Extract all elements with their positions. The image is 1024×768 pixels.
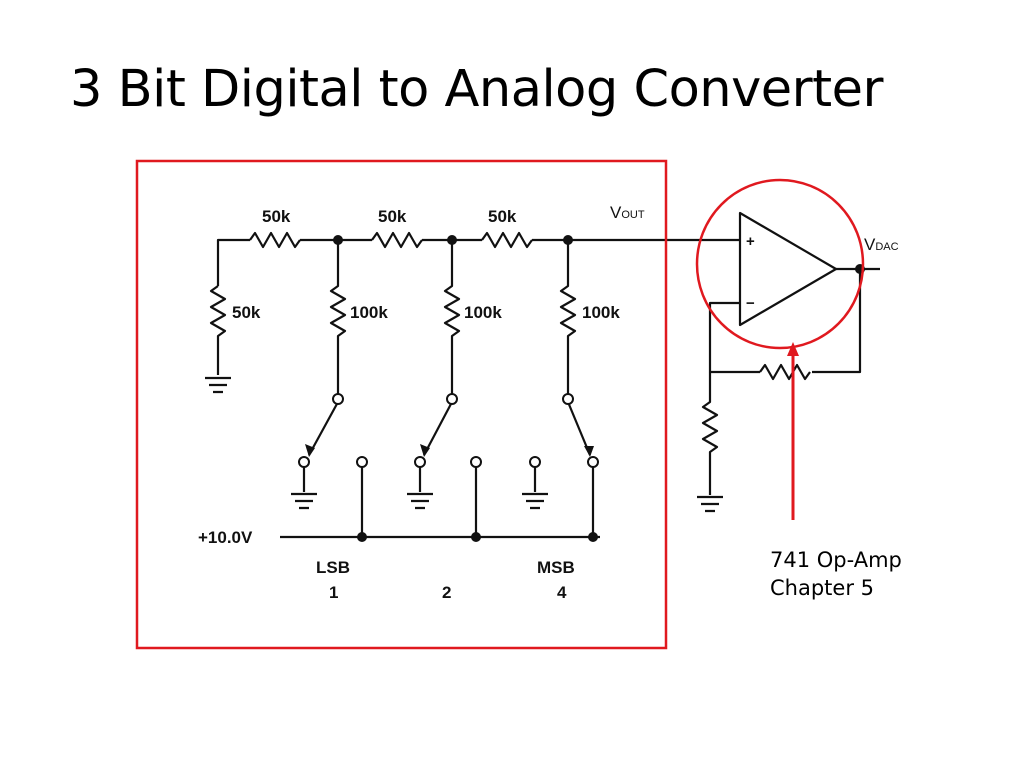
branch-2 xyxy=(443,240,461,395)
feedback-resistor xyxy=(759,363,811,381)
ground-symbol xyxy=(407,492,433,510)
ground-resistor xyxy=(701,372,719,495)
branch-3 xyxy=(559,240,577,395)
switch-arm-2 xyxy=(423,401,453,456)
ground-symbol xyxy=(205,376,231,394)
shunt-resistor-label: 50k xyxy=(232,303,261,322)
series-resistor-2 xyxy=(371,231,423,249)
series-resistor-label: 50k xyxy=(378,207,407,226)
switch-arm-1 xyxy=(308,401,339,456)
callout-line-2: Chapter 5 xyxy=(770,576,874,600)
shunt-resistor xyxy=(209,285,227,375)
branch-resistor-label: 100k xyxy=(350,303,388,322)
opamp-callout: 741 Op-Amp Chapter 5 xyxy=(770,546,902,602)
bit-weight-label: 1 xyxy=(329,583,338,602)
ground-symbol xyxy=(697,495,723,513)
series-resistor-3 xyxy=(481,231,533,249)
opamp-triangle xyxy=(738,211,838,327)
callout-arrowhead xyxy=(787,342,799,356)
opamp-minus-label: − xyxy=(746,295,755,312)
branch-resistor-label: 100k xyxy=(582,303,620,322)
supply-label: +10.0V xyxy=(198,528,253,547)
highlight-box xyxy=(135,159,668,650)
series-resistor-label: 50k xyxy=(488,207,517,226)
vdac-label: VDAC xyxy=(864,235,899,254)
ground-symbol xyxy=(291,492,317,510)
bit-weight-label: 2 xyxy=(442,583,451,602)
series-resistor-1 xyxy=(249,231,301,249)
branch-resistor-label: 100k xyxy=(464,303,502,322)
msb-label: MSB xyxy=(537,558,575,577)
lsb-label: LSB xyxy=(316,558,350,577)
callout-line-1: 741 Op-Amp xyxy=(770,548,902,572)
vout-label: VOUT xyxy=(610,203,645,222)
highlight-circle xyxy=(695,178,865,350)
ground-symbol xyxy=(522,492,548,510)
series-resistor-label: 50k xyxy=(262,207,291,226)
bit-weight-label: 4 xyxy=(557,583,567,602)
branch-1 xyxy=(329,240,347,395)
slide-title: 3 Bit Digital to Analog Converter xyxy=(70,60,883,119)
opamp-plus-label: + xyxy=(746,233,755,250)
feedback-wire xyxy=(708,269,862,374)
